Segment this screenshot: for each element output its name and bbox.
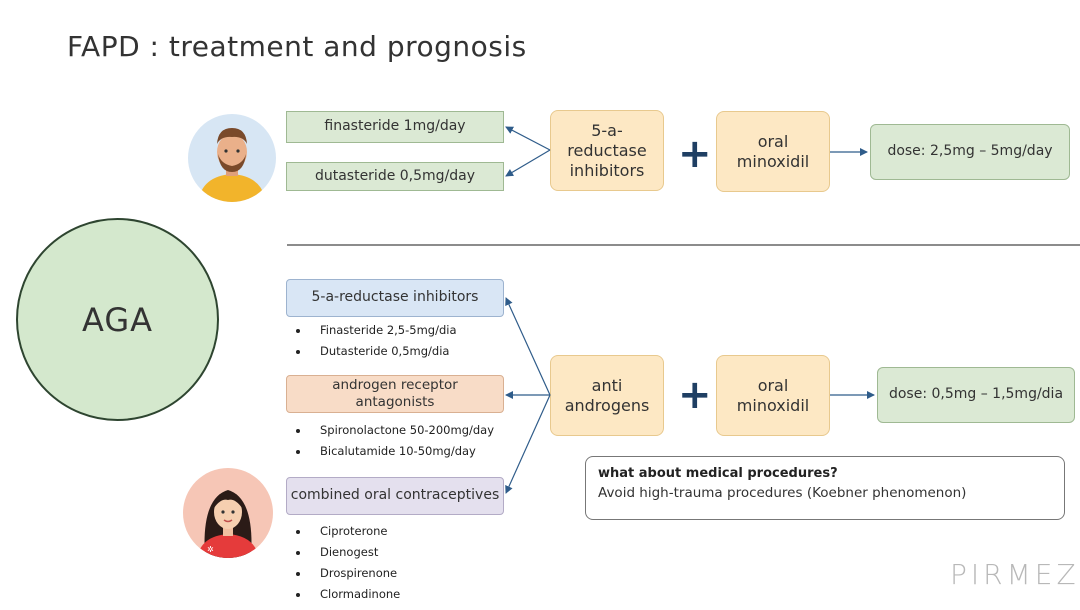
callout-heading: what about medical procedures? [598,466,838,481]
female-minoxidil-label: oral minoxidil [736,375,810,415]
list-item: Bicalutamide 10-50mg/day [289,441,494,462]
svg-text:✲: ✲ [207,545,214,554]
female-coc-label: combined oral contraceptives [290,487,500,504]
female-drug-class-label: anti androgens [564,375,650,415]
female-coc-list: Ciproterone Dienogest Drospirenone Clorm… [289,521,400,605]
list-item: Drospirenone [289,563,400,584]
pirmez-logo: PIRMEZ [950,558,1080,591]
female-ara-label: androgen receptor antagonists [332,377,458,410]
male-avatar-icon [198,128,266,202]
arrow-to-5ari [505,297,551,396]
arrow-to-coc [505,394,551,494]
female-coc-box: combined oral contraceptives [286,477,504,515]
dutasteride-option-label: dutasteride 0,5mg/day [314,167,476,184]
female-plus-sign: + [678,372,712,418]
female-5ari-list: Finasteride 2,5-5mg/dia Dutasteride 0,5m… [289,320,457,362]
procedures-callout: what about medical procedures? Avoid hig… [585,456,1065,520]
list-item: Clormadinone [289,584,400,605]
callout-text: Avoid high-trauma procedures (Koebner ph… [598,485,967,501]
male-avatar [188,114,276,202]
aga-circle: AGA [16,218,219,421]
finasteride-option-label: finasteride 1mg/day [324,118,466,135]
male-drug-class-label: 5-a- reductase inhibitors [567,120,647,180]
female-ara-box: androgen receptor antagonists [286,375,504,413]
male-drug-class-box: 5-a- reductase inhibitors [550,110,664,191]
female-5ari-label: 5-a-reductase inhibitors [311,289,479,306]
finasteride-option-box: finasteride 1mg/day [286,111,504,143]
list-item: Spironolactone 50-200mg/day [289,420,494,441]
section-divider [287,244,1080,246]
slide-title: FAPD : treatment and prognosis [67,30,527,63]
female-dose-label: dose: 0,5mg – 1,5mg/dia [888,386,1064,403]
male-minoxidil-label: oral minoxidil [736,131,810,171]
male-plus-sign: + [678,131,712,177]
male-dose-box: dose: 2,5mg – 5mg/day [870,124,1070,180]
list-item: Ciproterone [289,521,400,542]
female-avatar-icon: ✲ [197,490,259,558]
female-5ari-box: 5-a-reductase inhibitors [286,279,504,317]
dutasteride-option-box: dutasteride 0,5mg/day [286,162,504,191]
female-avatar: ✲ [183,468,273,558]
female-drug-class-box: anti androgens [550,355,664,436]
list-item: Finasteride 2,5-5mg/dia [289,320,457,341]
male-minoxidil-box: oral minoxidil [716,111,830,192]
male-dose-label: dose: 2,5mg – 5mg/day [887,143,1053,160]
list-item: Dutasteride 0,5mg/dia [289,341,457,362]
female-minoxidil-box: oral minoxidil [716,355,830,436]
list-item: Dienogest [289,542,400,563]
arrow-to-dutasteride [505,149,551,177]
aga-label: AGA [81,300,153,339]
arrow-to-finasteride [505,126,551,151]
female-dose-box: dose: 0,5mg – 1,5mg/dia [877,367,1075,423]
female-ara-list: Spironolactone 50-200mg/day Bicalutamide… [289,420,494,462]
